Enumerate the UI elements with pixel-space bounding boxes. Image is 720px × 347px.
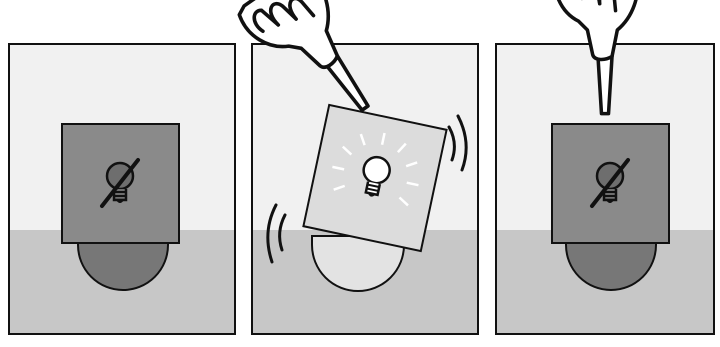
panel-3 — [496, 0, 714, 334]
switch-panel-on — [303, 105, 446, 251]
panel-2 — [235, 0, 478, 334]
panel-1 — [9, 44, 235, 334]
